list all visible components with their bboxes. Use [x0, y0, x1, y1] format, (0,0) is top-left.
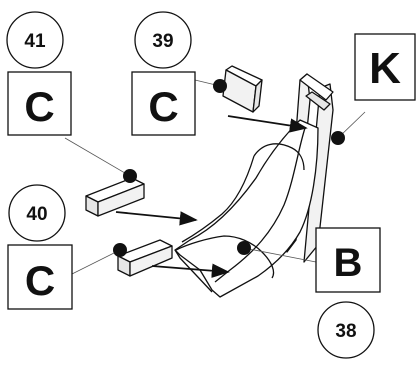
callout-41-box	[7, 71, 72, 136]
callout-41-number: 41	[24, 31, 46, 52]
leader-38	[243, 247, 317, 263]
callout-40-number: 40	[26, 204, 47, 225]
callout-38-circle	[317, 301, 375, 359]
callout-40-box	[7, 244, 73, 310]
dot-38	[237, 241, 251, 255]
assembly-arrows	[115, 115, 308, 278]
callout-40: 40 C	[7, 184, 73, 310]
callout-38-number: 38	[335, 321, 356, 342]
callout-39-letter: C	[148, 83, 178, 130]
callout-41-letter: C	[24, 83, 54, 130]
callout-38: B 38	[315, 227, 381, 359]
arrow-39	[227, 115, 308, 133]
part-39-block	[222, 65, 263, 113]
callout-38-letter: B	[334, 241, 363, 285]
arrow-40	[151, 263, 230, 278]
leader-lines	[64, 79, 366, 275]
callout-k-letter: K	[369, 44, 401, 93]
callout-39-number: 39	[152, 31, 173, 52]
seat-part	[174, 73, 334, 298]
attachment-dots	[113, 79, 345, 257]
callout-41: 41 C	[6, 11, 72, 136]
part-40-block	[117, 239, 173, 277]
callout-k: K	[354, 33, 416, 101]
part-41-block	[85, 177, 145, 217]
arrow-41	[115, 211, 198, 226]
callout-38-box	[315, 227, 381, 293]
leader-41	[64, 137, 131, 177]
callout-39: 39 C	[131, 11, 196, 136]
callout-40-circle	[8, 184, 66, 242]
dot-k	[331, 131, 345, 145]
callout-39-box	[131, 71, 196, 136]
callout-40-letter: C	[25, 257, 55, 304]
callout-k-box	[354, 33, 416, 101]
dot-40	[113, 243, 127, 257]
leader-40	[71, 249, 121, 275]
dot-39	[213, 79, 227, 93]
callout-41-circle	[6, 11, 64, 69]
dot-41	[123, 169, 137, 183]
callout-39-circle	[134, 11, 192, 69]
